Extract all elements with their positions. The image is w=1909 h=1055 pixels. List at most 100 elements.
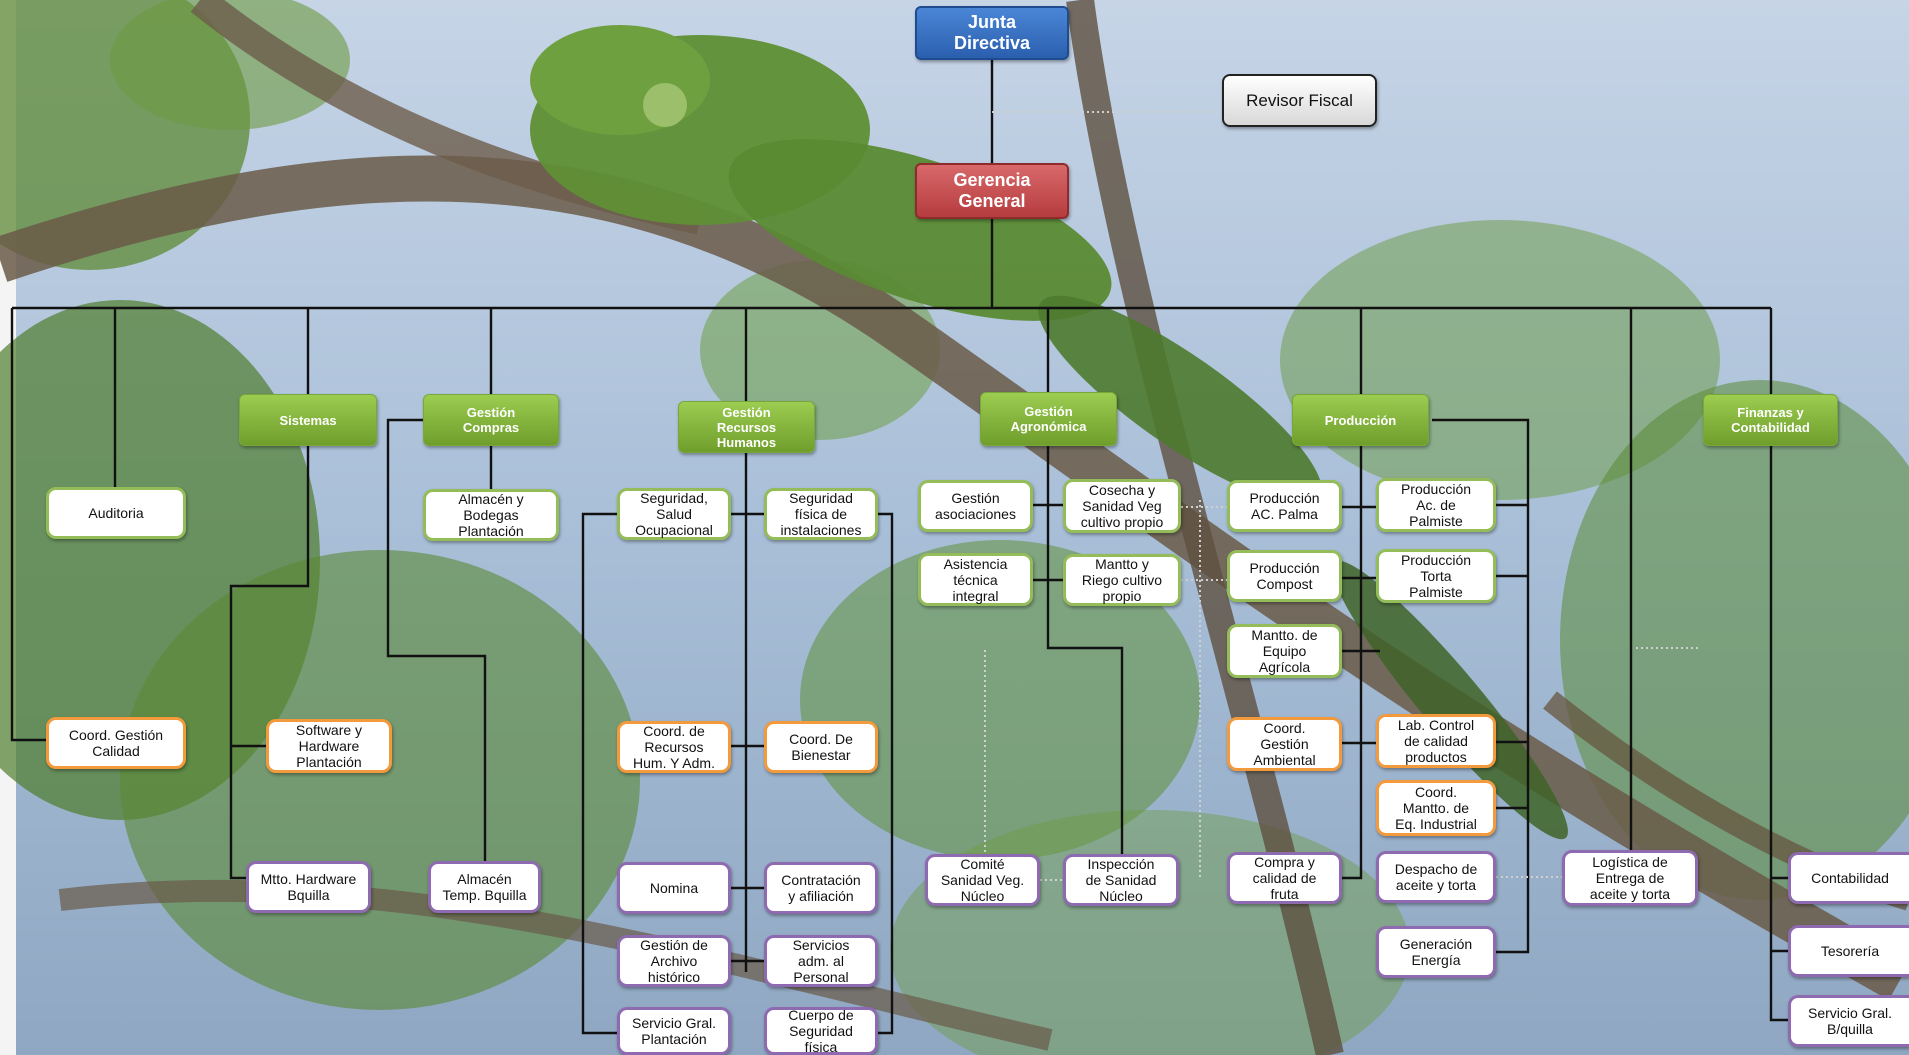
node-label: Gestión Recursos Humanos [716,404,777,450]
node-sistemas: Sistemas [239,394,377,446]
node-gerencia-general: Gerencia General [915,163,1069,219]
node-label: Nomina [649,880,699,896]
node-revisor-fiscal: Revisor Fiscal [1222,74,1377,127]
connector-produccion-trunk [1342,446,1363,880]
node-label: Junta Directiva [953,12,1031,53]
node-label: Logística de Entrega de aceite y torta [1589,854,1671,902]
node-lab-control-calidad: Lab. Control de calidad productos [1376,714,1496,768]
node-gestion-agronomica: Gestión Agronómica [980,392,1117,446]
connector-rrhh-rows [731,512,767,963]
node-contabilidad: Contabilidad [1788,852,1909,904]
node-software-hardware: Software y Hardware Plantación [266,719,392,773]
node-logistica-entrega: Logística de Entrega de aceite y torta [1562,850,1698,906]
node-label: Asistencia técnica integral [943,555,1008,604]
node-label: Almacén Temp. Bquilla [442,871,527,903]
node-label: Seguridad, Salud Ocupacional [635,490,713,538]
node-label: Contabilidad [1811,870,1889,886]
node-label: Software y Hardware Plantación [295,722,363,770]
node-produccion-palma: Producción AC. Palma [1227,480,1342,532]
node-label: Coord. De Bienestar [789,731,853,763]
node-label: Revisor Fiscal [1246,90,1353,110]
dotted-connectors [984,111,1700,881]
node-label: Gestión asociaciones [935,490,1016,522]
node-generacion-energia: Generación Energía [1376,926,1496,978]
node-label: Producción [1324,412,1397,428]
node-label: Mtto. Hardware Bquilla [260,871,357,903]
connector-agro-trunk [1046,446,1124,854]
node-label: Cosecha y Sanidad Veg cultivo propio [1080,482,1164,530]
node-label: Coord. Gestión Calidad [68,727,164,759]
node-label: Servicio Gral. Plantación [631,1015,717,1047]
node-mtto-hardware: Mtto. Hardware Bquilla [246,861,371,913]
node-mantto-riego: Mantto y Riego cultivo propio [1063,554,1181,606]
node-label: Coord. Gestión Ambiental [1253,720,1316,768]
node-coord-mantto-industrial: Coord. Mantto. de Eq. Industrial [1376,780,1496,836]
node-label: Servicios adm. al Personal [792,937,850,985]
node-label: Almacén y Bodegas Plantación [458,491,524,539]
node-servicio-plantacion: Servicio Gral. Plantación [617,1007,731,1055]
node-label: Seguridad física de instalaciones [780,490,862,538]
node-tesoreria: Tesorería [1788,925,1909,977]
node-label: Gestión de Archivo histórico [640,937,708,985]
connector-sistemas-children [229,446,310,880]
node-label: Auditoria [88,505,144,521]
node-almacen-temp: Almacén Temp. Bquilla [428,861,541,913]
node-label: Producción AC. Palma [1249,490,1320,522]
node-seguridad-fisica-instalaciones: Seguridad física de instalaciones [764,488,878,540]
node-label: Lab. Control de calidad productos [1397,717,1475,765]
node-label: Generación Energía [1399,936,1473,968]
node-label: Coord. Mantto. de Eq. Industrial [1395,784,1477,832]
connector-bus-coord-calidad [10,308,46,742]
node-finanzas-contabilidad: Finanzas y Contabilidad [1703,394,1838,446]
node-label: Gerencia General [953,170,1031,211]
node-label: Producción Ac. de Palmiste [1400,481,1472,529]
node-label: Coord. de Recursos Hum. Y Adm. [633,723,715,771]
node-asistencia-tecnica: Asistencia técnica integral [918,553,1033,606]
node-label: Gestión Agronómica [1010,404,1087,434]
node-produccion-palmiste: Producción Ac. de Palmiste [1376,478,1496,532]
connector-compras-children [386,418,493,862]
node-gestion-archivo: Gestión de Archivo histórico [617,935,731,987]
connector-produccion-left [1342,505,1380,745]
node-label: Gestión Compras [462,405,520,435]
node-despacho-aceite: Despacho de aceite y torta [1376,851,1496,903]
node-coord-gestion-ambiental: Coord. Gestión Ambiental [1227,717,1342,771]
node-junta-directiva: Junta Directiva [915,6,1069,60]
solid-connectors [10,58,1788,1035]
connector-produccion-right [1432,418,1530,954]
node-produccion-torta: Producción Torta Palmiste [1376,549,1496,603]
node-label: Producción Torta Palmiste [1400,552,1472,600]
node-label: Servicio Gral. B/quilla [1807,1005,1893,1037]
node-label: Mantto y Riego cultivo propio [1081,556,1163,604]
node-servicios-adm: Servicios adm. al Personal [764,935,878,987]
node-label: Finanzas y Contabilidad [1731,405,1810,435]
node-label: Sistemas [279,412,337,428]
node-label: Mantto. de Equipo Agrícola [1251,627,1318,675]
node-gestion-rrhh: Gestión Recursos Humanos [678,401,815,453]
node-inspeccion-sanidad: Inspección de Sanidad Núcleo [1063,854,1179,906]
node-label: Compra y calidad de fruta [1252,854,1317,902]
node-contratacion: Contratación y afiliación [764,862,878,914]
node-gestion-asociaciones: Gestión asociaciones [918,480,1033,532]
node-almacen-bodegas: Almacén y Bodegas Plantación [423,489,559,541]
node-label: Tesorería [1820,943,1880,959]
connector-agro-rows [1033,503,1063,582]
node-cosecha-sanidad: Cosecha y Sanidad Veg cultivo propio [1063,479,1181,533]
node-comite-sanidad: Comité Sanidad Veg. Núcleo [925,854,1040,906]
node-servicio-bquilla: Servicio Gral. B/quilla [1788,995,1909,1047]
node-compra-calidad-fruta: Compra y calidad de fruta [1227,852,1342,904]
node-label: Comité Sanidad Veg. Núcleo [940,856,1025,904]
node-coord-bienestar: Coord. De Bienestar [764,721,878,773]
node-label: Cuerpo de Seguridad física [788,1007,854,1055]
node-coord-recursos-humanos: Coord. de Recursos Hum. Y Adm. [617,721,731,773]
connector-rrhh-right [878,512,894,1035]
node-auditoria: Auditoria [46,487,186,539]
node-produccion: Producción [1292,394,1429,446]
node-cuerpo-seguridad: Cuerpo de Seguridad física [764,1007,878,1055]
connector-rrhh-left [581,512,617,1035]
connector-finanzas-children [1769,446,1788,1022]
node-label: Producción Compost [1249,560,1320,592]
node-label: Despacho de aceite y torta [1394,861,1478,893]
